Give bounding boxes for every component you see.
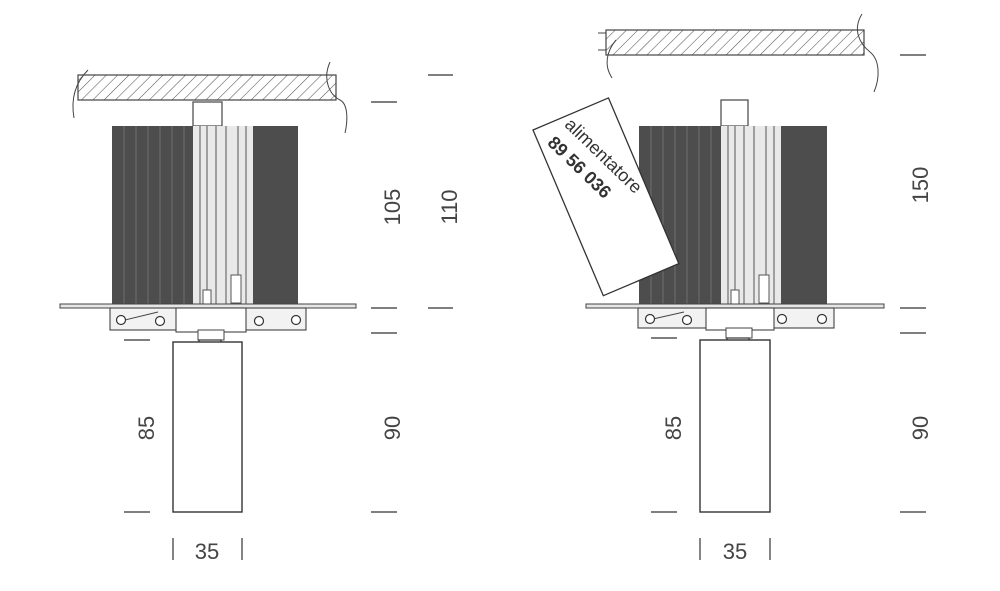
dim-spot-width: 35 <box>195 539 219 564</box>
screw-icon <box>115 314 127 326</box>
screw-icon <box>681 314 693 326</box>
right-mount-stem <box>720 99 749 127</box>
dim-spot-width: 35 <box>723 539 747 564</box>
dim-spot-length-b: 90 <box>380 416 405 440</box>
screw-icon <box>253 315 265 327</box>
left-heatsink <box>112 126 298 306</box>
right-mount-bracket <box>637 307 835 339</box>
dim-spot-length-a: 85 <box>661 416 686 440</box>
screw-icon <box>816 313 828 325</box>
right-view: alimentatore 89 56 036 150 85 90 35 <box>532 13 933 564</box>
right-dimension-ticks <box>651 54 926 560</box>
right-ceiling-slab <box>598 13 879 93</box>
left-mount-stem <box>192 101 223 127</box>
left-view: 105 110 85 90 35 <box>59 61 462 564</box>
dim-total-recess: 150 <box>908 167 933 204</box>
screw-icon <box>776 313 788 325</box>
left-ceiling-slab <box>72 61 348 134</box>
screw-icon <box>154 315 166 327</box>
dim-spot-length-a: 85 <box>134 416 159 440</box>
left-trim-flange <box>59 303 357 309</box>
screw-icon <box>644 313 656 325</box>
left-dimension-ticks <box>124 74 453 560</box>
right-trim-flange <box>585 303 885 309</box>
right-spot-body <box>699 339 771 513</box>
dim-total-recess: 110 <box>437 189 462 224</box>
left-mount-bracket <box>109 307 307 341</box>
right-heatsink <box>639 126 827 306</box>
dim-spot-length-b: 90 <box>908 416 933 440</box>
screw-icon <box>290 314 302 326</box>
dim-body-depth: 105 <box>380 189 405 226</box>
left-spot-body <box>172 341 243 513</box>
